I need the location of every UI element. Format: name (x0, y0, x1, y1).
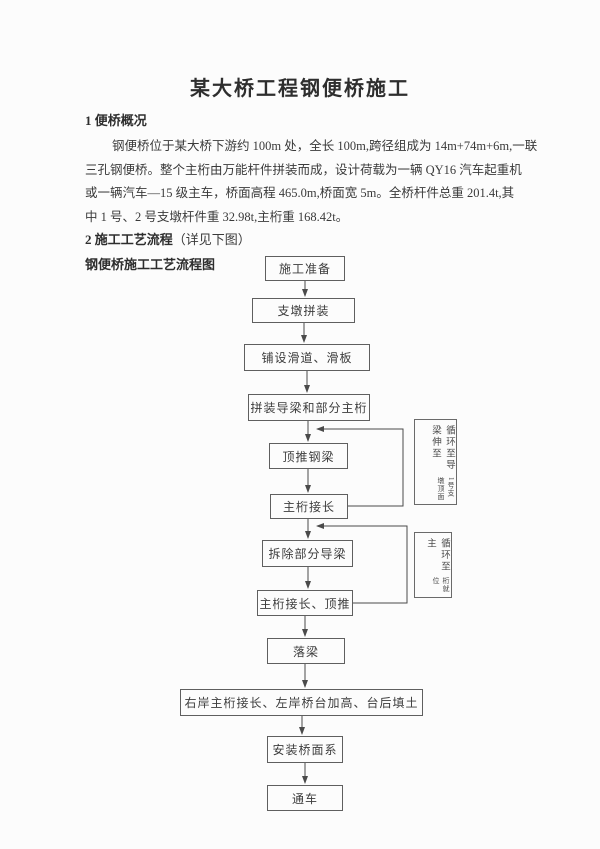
flow-step-3: 铺设滑道、滑板 (244, 344, 370, 371)
flow-step-11: 安装桥面系 (267, 736, 343, 763)
section2-heading-bold: 2 施工工艺流程 (85, 232, 173, 247)
intro-paragraph: 钢便桥位于某大桥下游约 100m 处，全长 100m,跨径组成为 14m+74m… (85, 135, 538, 229)
section1-heading: 1 便桥概况 (85, 113, 147, 128)
paragraph-line: 三孔钢便桥。整个主桁由万能杆件拼装而成，设计荷载为一辆 QY16 汽车起重机 (85, 162, 522, 177)
flow-step-6: 主桁接长 (270, 494, 348, 519)
flow-step-8: 主桁接长、顶推 (257, 590, 353, 616)
flow-step-2: 支墩拼装 (252, 298, 355, 323)
flow-step-5: 顶推钢梁 (269, 443, 348, 469)
loop-note-main: 循环至主 (425, 538, 449, 573)
flow-step-1: 施工准备 (265, 256, 345, 281)
loop-note-main: 循环至导梁伸至 (430, 425, 454, 471)
paragraph-line: 钢便桥位于某大桥下游约 100m 处，全长 100m,跨径组成为 14m+74m… (112, 139, 538, 153)
loop-note-sub: 1号支墩顶面 (437, 476, 455, 501)
section2-heading: 2 施工工艺流程（详见下图） (85, 229, 251, 248)
flow-step-12: 通车 (267, 785, 343, 811)
flow-step-4: 拼装导梁和部分主桁 (248, 394, 370, 421)
paragraph-line: 或一辆汽车—15 级主车，桥面高程 465.0m,桥面宽 5m。全桥杆件总重 2… (85, 186, 515, 200)
paragraph-line: 中 1 号、2 号支墩杆件重 32.98t,主桁重 168.42t。 (85, 209, 349, 224)
loop-note-box-2: 循环至主 桁就位 (414, 532, 452, 598)
flowchart-title: 钢便桥施工工艺流程图 (85, 257, 216, 272)
section2-heading-note: （详见下图） (172, 232, 251, 247)
flow-step-7: 拆除部分导梁 (262, 540, 353, 567)
flow-step-10: 右岸主桁接长、左岸桥台加高、台后填土 (180, 689, 423, 716)
document-title: 某大桥工程钢便桥施工 (190, 78, 410, 100)
flow-step-9: 落梁 (267, 638, 345, 664)
loop-note-box-1: 循环至导梁伸至 1号支墩顶面 (414, 419, 457, 505)
loop-note-sub: 桁就位 (432, 577, 450, 594)
